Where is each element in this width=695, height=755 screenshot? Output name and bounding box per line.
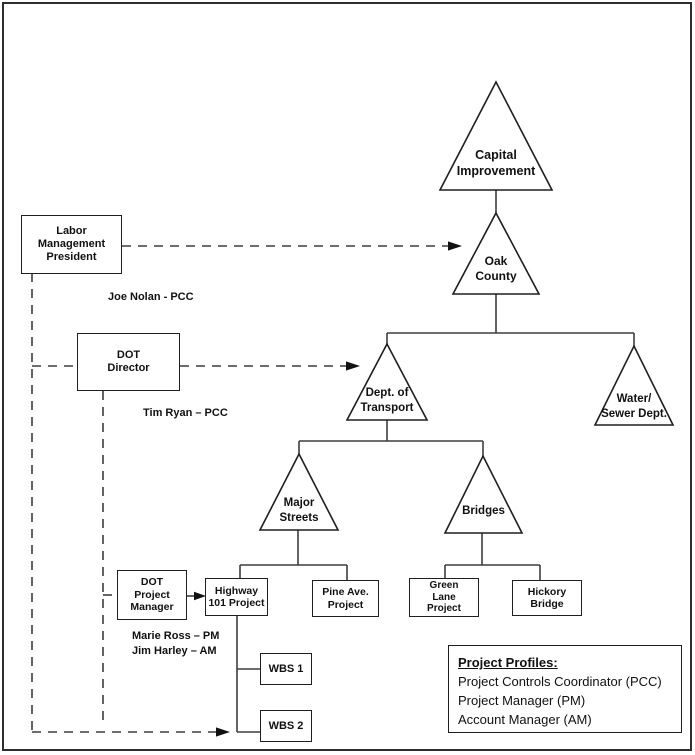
triangle-capital-improvement — [438, 80, 554, 191]
annotation-tim-ryan: Tim Ryan – PCC — [143, 407, 228, 419]
legend-item-pcc: Project Controls Coordinator (PCC) — [458, 674, 662, 689]
box-pine-ave-project: Pine Ave. Project — [312, 580, 379, 617]
box-wbs-2: WBS 2 — [260, 710, 312, 742]
arrowhead-dept-transport — [346, 361, 360, 371]
label-oak-county: Oak County — [475, 254, 517, 284]
annotation-jim-harley: Jim Harley – AM — [132, 645, 217, 657]
legend-title: Project Profiles: — [458, 655, 558, 670]
box-dot-director: DOT Director — [77, 333, 180, 391]
annotation-joe-nolan: Joe Nolan - PCC — [108, 291, 194, 303]
arrowhead-wbs2 — [216, 727, 230, 737]
triangle-bridges — [443, 454, 524, 534]
label-water-sewer: Water/ Sewer Dept. — [601, 393, 667, 420]
arrowhead-highway — [194, 591, 206, 601]
box-green-lane-project: Green Lane Project — [409, 578, 479, 617]
arrowheads — [194, 241, 462, 737]
box-highway-101-project: Highway 101 Project — [205, 578, 268, 616]
legend-project-profiles: Project Profiles: Project Controls Coord… — [448, 645, 682, 733]
triangle-water-sewer — [593, 344, 675, 426]
triangle-oak-county — [451, 211, 541, 295]
legend-item-pm: Project Manager (PM) — [458, 693, 586, 708]
triangle-major-streets — [258, 452, 340, 531]
box-dot-project-manager: DOT Project Manager — [117, 570, 187, 620]
triangle-dept-transport — [345, 342, 429, 421]
box-wbs-1: WBS 1 — [260, 653, 312, 685]
label-major-streets: Major Streets — [279, 497, 319, 524]
box-hickory-bridge: Hickory Bridge — [512, 580, 582, 616]
solid-connectors — [236, 190, 635, 733]
box-labor-management-president: Labor Management President — [21, 215, 122, 274]
arrowhead-oak-county — [448, 241, 462, 251]
label-capital-improvement: Capital Improvement — [456, 148, 536, 178]
label-bridges: Bridges — [462, 505, 505, 517]
annotation-marie-ross: Marie Ross – PM — [132, 630, 220, 642]
label-dept-transport: Dept. of Transport — [360, 387, 414, 414]
legend-item-am: Account Manager (AM) — [458, 712, 592, 727]
triangles — [258, 80, 675, 534]
dashed-connectors — [31, 245, 448, 733]
